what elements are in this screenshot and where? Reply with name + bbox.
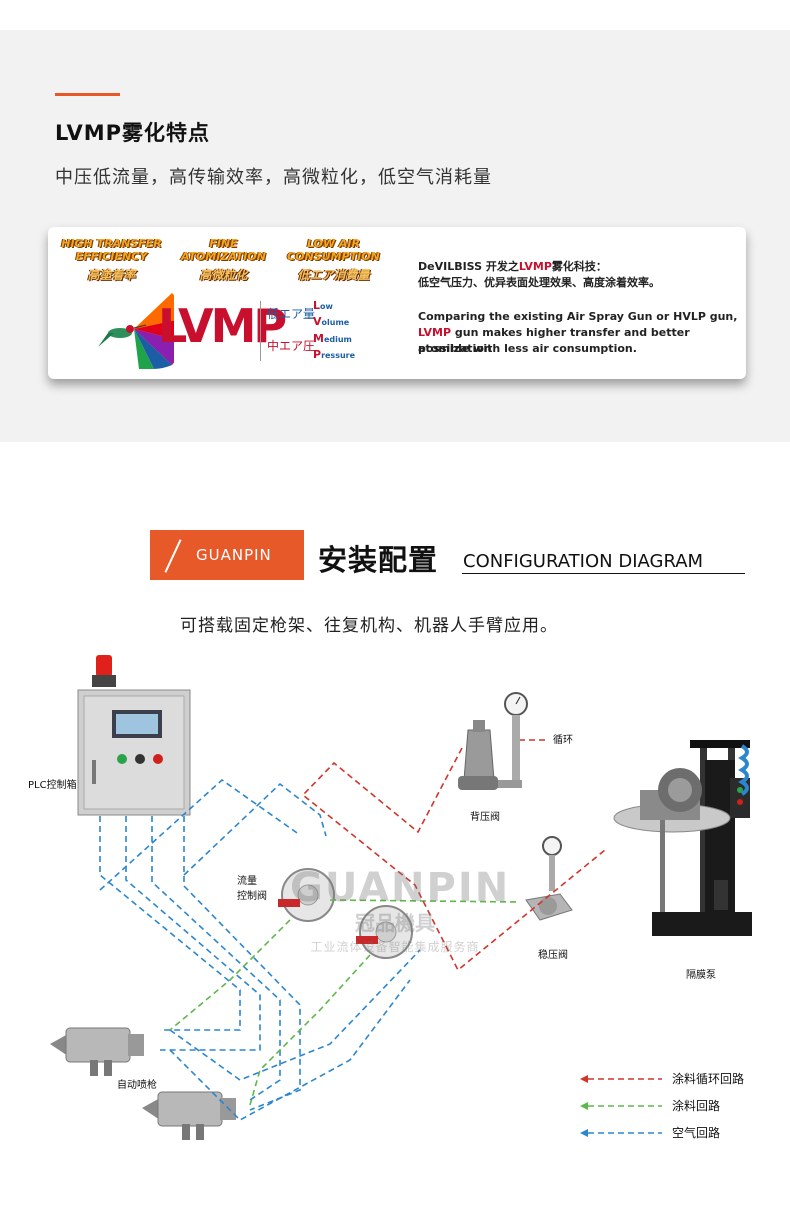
lvmp-features-section: LVMP雾化特点 中压低流量，高传输效率，高微粒化，低空气消耗量 HIGH TR… <box>0 30 790 442</box>
pump-label: 隔膜泵 <box>686 970 716 981</box>
config-subtitle: 可搭载固定枪架、往复机构、机器人手臂应用。 <box>180 616 558 636</box>
desc-highlight: LVMP <box>418 326 452 339</box>
slash-decor <box>164 539 182 573</box>
legend-label: 涂料回路 <box>672 1099 721 1113</box>
acronym-rest: ressure <box>321 351 356 360</box>
accent-bar <box>55 93 120 96</box>
section-title: LVMP雾化特点 <box>55 121 211 145</box>
red-dash-arrow-icon <box>580 1074 662 1083</box>
brand-name: GUANPIN <box>196 546 272 564</box>
legend-item-coating: 涂料回路 <box>580 1092 744 1119</box>
plc-label: PLC控制箱 <box>28 780 77 791</box>
pressure-stabilizer-valve-icon <box>525 836 573 921</box>
stabilizer-label: 稳压阀 <box>538 950 568 961</box>
flow-control-valve-icon <box>356 905 413 959</box>
blue-dash-arrow-icon <box>580 1128 662 1137</box>
watermark: GUANPIN 冠品機具 工业流体设备智能集成服务商 <box>290 865 511 955</box>
section-subtitle: 中压低流量，高传输效率，高微粒化，低空气消耗量 <box>55 167 492 188</box>
desc-en-line-2: LVMP gun makes higher transfer and bette… <box>418 325 746 357</box>
desc-text: 雾化科技： <box>551 260 607 273</box>
legend-label: 涂料循环回路 <box>672 1072 745 1086</box>
circulation-circuit-lines <box>301 739 606 972</box>
hummingbird-rainbow-icon <box>98 293 174 369</box>
config-title-cn: 安装配置 <box>318 543 439 577</box>
desc-cn-line-1: DeVILBISS 开发之LVMP雾化科技： <box>418 259 607 275</box>
flow-label: 流量 <box>237 876 257 887</box>
acronym-letter: M <box>313 332 324 345</box>
flow-label-2: 控制阀 <box>237 891 267 902</box>
feature-en: LOW AIR <box>306 237 360 250</box>
legend: 涂料循环回路 涂料回路 空气回路 <box>580 1065 744 1146</box>
acronym-v: Volume <box>313 315 349 328</box>
feature-en: HIGH TRANSFER <box>61 237 162 250</box>
back-pressure-valve-icon <box>458 692 528 790</box>
configuration-diagram: PLC控制箱 流量 控制阀 背压阀 循环 稳压阀 隔膜泵 自动喷枪 GUANPI… <box>0 650 790 1211</box>
watermark-brand: GUANPIN <box>290 865 511 911</box>
feature-cn: 高微粒化 <box>199 268 248 282</box>
watermark-cn: 冠品機具 <box>355 911 435 935</box>
desc-en-line-3: possible with less air consumption. <box>418 342 637 355</box>
acronym-p: Pressure <box>313 348 355 361</box>
coating-circuit-lines <box>169 899 521 1106</box>
loop-label: 循环 <box>553 735 573 746</box>
acronym-l: Low <box>313 299 333 312</box>
desc-text: gun makes higher transfer and better ato… <box>418 326 690 355</box>
feature-en: ATOMIZATION <box>181 250 266 263</box>
feature-consumption: LOW AIR CONSUMPTION 低エア消費量 <box>276 237 391 283</box>
spray-gun-icon <box>50 1027 144 1076</box>
title-underline <box>462 573 745 574</box>
acronym-letter: V <box>313 315 322 328</box>
config-title-en: CONFIGURATION DIAGRAM <box>463 551 704 572</box>
divider <box>260 301 261 361</box>
brand-badge: GUANPIN <box>150 530 304 580</box>
plc-cabinet-icon <box>77 655 191 816</box>
acronym-rest: ow <box>320 302 333 311</box>
feature-cn: 低エア消費量 <box>297 268 370 282</box>
lvmp-logo-text: LVMP <box>158 299 287 353</box>
legend-item-air: 空气回路 <box>580 1119 744 1146</box>
spray-gun-icon <box>142 1091 236 1140</box>
acronym-rest: olume <box>321 318 350 327</box>
acronym-letter: L <box>313 299 321 312</box>
diaphragm-pump-icon <box>613 740 752 936</box>
feature-en: CONSUMPTION <box>287 250 380 263</box>
feature-atomization: FINE ATOMIZATION 高微粒化 <box>166 237 281 283</box>
watermark-tagline: 工业流体设备智能集成服务商 <box>310 940 480 954</box>
legend-label: 空气回路 <box>672 1126 721 1140</box>
desc-text: DeVILBISS 开发之 <box>418 260 519 273</box>
desc-en-line-1: Comparing the existing Air Spray Gun or … <box>418 310 738 323</box>
acronym-m: Medium <box>313 332 352 345</box>
green-dash-arrow-icon <box>580 1101 662 1110</box>
desc-cn-line-2: 低空气压力、优异表面处理效果、高度涂着效率。 <box>418 276 660 289</box>
feature-cn: 高塗着率 <box>87 268 136 282</box>
air-circuit-lines <box>99 778 421 1121</box>
gun-label: 自动喷枪 <box>117 1080 157 1091</box>
diagram-graphics <box>50 655 752 1140</box>
feature-en: EFFICIENCY <box>75 250 148 263</box>
acronym-rest: edium <box>323 335 352 344</box>
flow-control-valve-icon <box>278 868 335 922</box>
jp-low-air: 低エア量 <box>267 307 316 321</box>
legend-item-circulation: 涂料循环回路 <box>580 1065 744 1092</box>
desc-highlight: LVMP <box>518 260 552 273</box>
feature-transfer: HIGH TRANSFER EFFICIENCY 高塗着率 <box>54 237 169 283</box>
acronym-letter: P <box>313 348 322 361</box>
back-pressure-label: 背压阀 <box>470 812 500 823</box>
feature-en: FINE <box>209 237 238 250</box>
lvmp-banner: HIGH TRANSFER EFFICIENCY 高塗着率 FINE ATOMI… <box>48 227 746 379</box>
jp-mid-pressure: 中エア圧 <box>267 339 316 353</box>
